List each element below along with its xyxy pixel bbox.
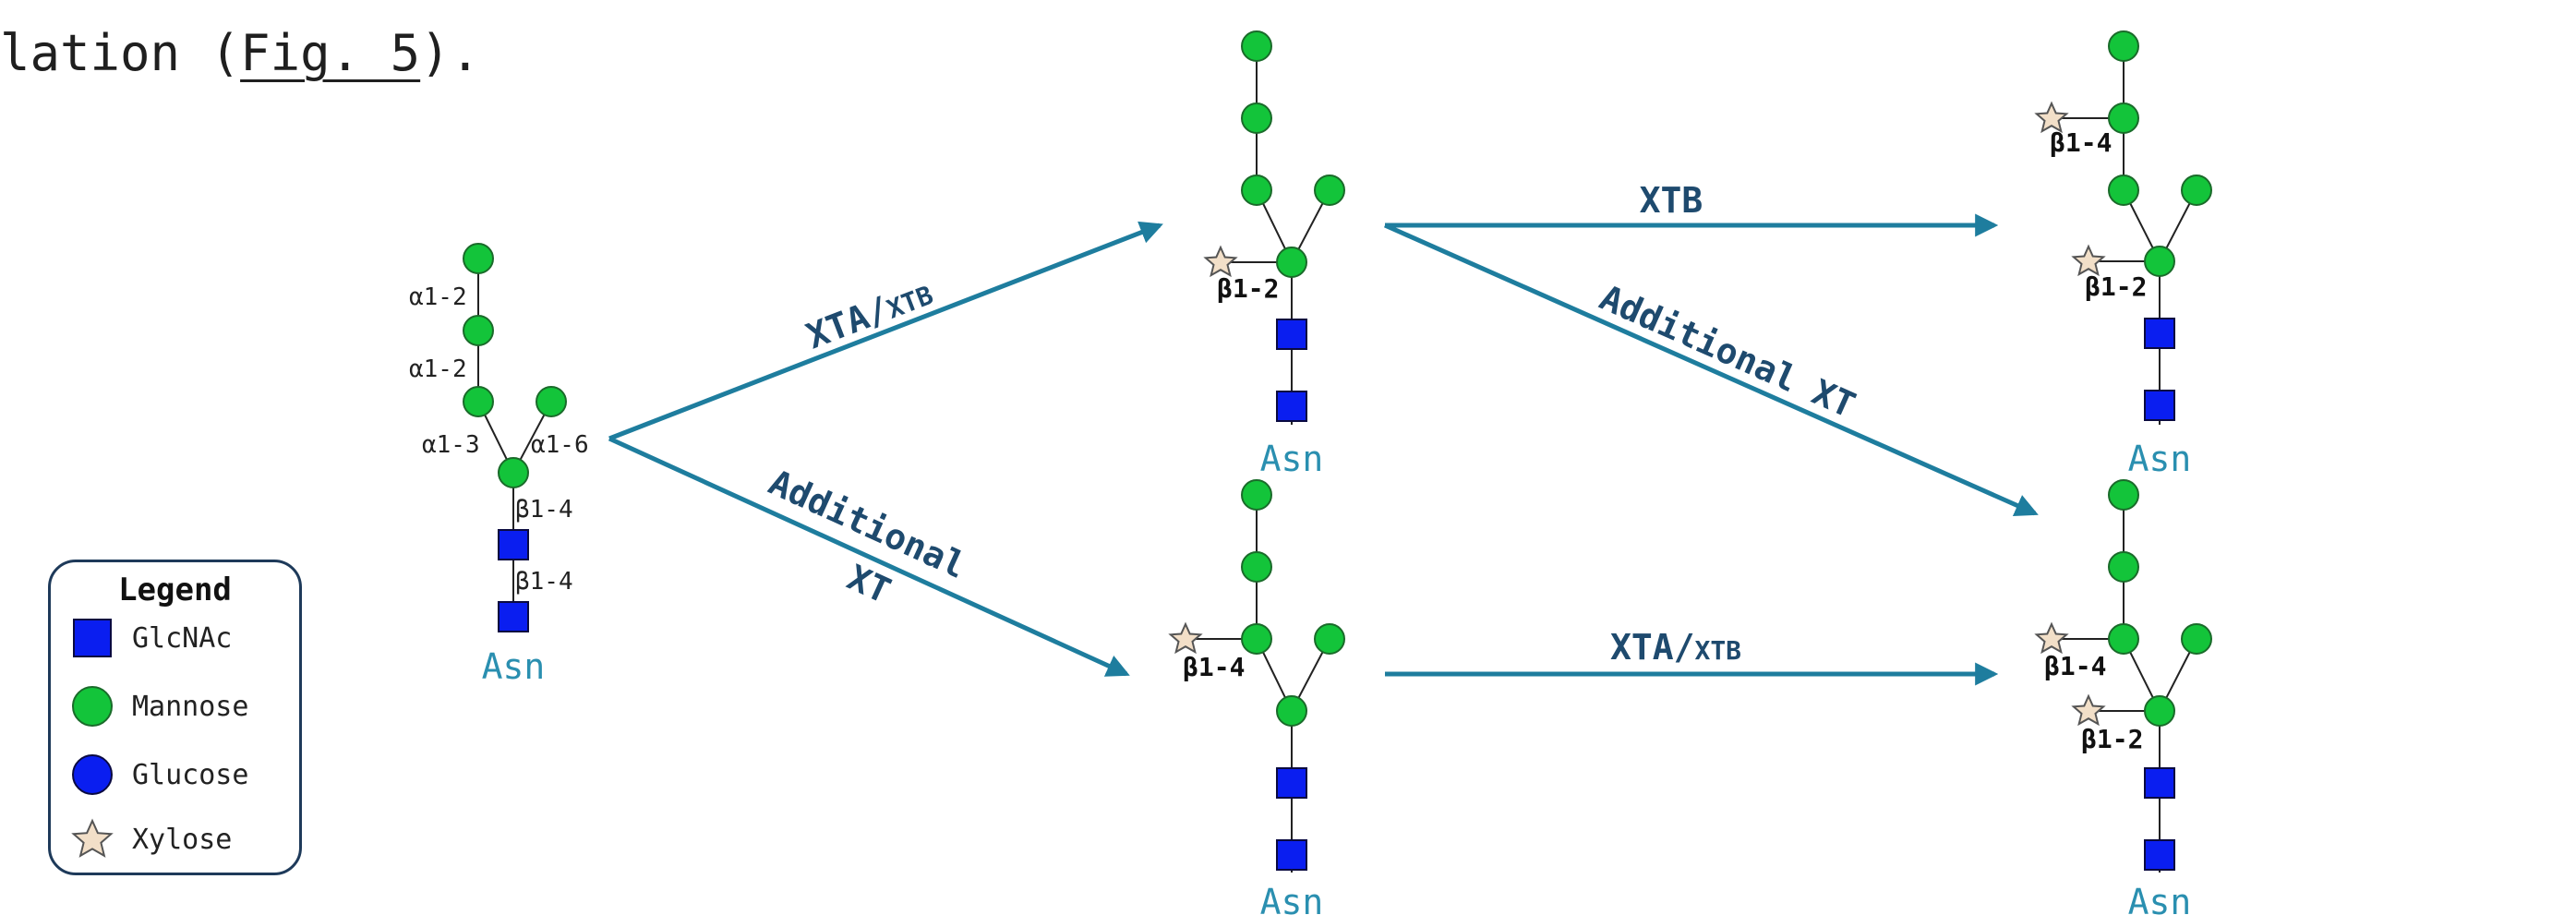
legend-item-glcnac: GlcNAc xyxy=(69,615,232,661)
linkage-label: α1-6 xyxy=(531,431,589,459)
mannose-node xyxy=(2181,175,2212,206)
mannose-node xyxy=(463,315,494,346)
linkage-label: α1-2 xyxy=(409,283,467,311)
glcnac-node xyxy=(2144,839,2175,871)
mannose-node xyxy=(2108,102,2139,134)
glcnac-node xyxy=(1276,391,1307,422)
blue-square-icon xyxy=(69,615,115,661)
caption-text: lation (Fig. 5). xyxy=(0,24,480,82)
glcnac-node xyxy=(2144,390,2175,421)
figure-reference-link[interactable]: Fig. 5 xyxy=(240,24,421,82)
linkage-label: β1-2 xyxy=(2085,271,2147,302)
green-circle-icon xyxy=(69,683,115,729)
product-bottom-middle: β1-4 Asn xyxy=(1168,479,1345,915)
linkage-label: α1-2 xyxy=(409,355,467,383)
linkage-label: β1-2 xyxy=(1217,273,1279,304)
legend-item-mannose: Mannose xyxy=(69,683,248,729)
legend-label: Xylose xyxy=(132,823,233,856)
glcnac-node xyxy=(1276,839,1307,871)
linkage-label: β1-4 xyxy=(515,496,573,524)
caption-suffix: ). xyxy=(420,24,481,82)
asn-label: Asn xyxy=(2128,882,2192,915)
legend: Legend GlcNAc Mannose Glucose Xylose xyxy=(48,560,302,875)
glcnac-node xyxy=(498,529,529,560)
mannose-node xyxy=(2108,479,2139,511)
linkage-label: α1-3 xyxy=(422,431,480,459)
linkage-label: β1-2 xyxy=(2081,724,2143,754)
xylose-node xyxy=(2071,244,2106,277)
mannose-node xyxy=(536,386,567,417)
enzyme-labels: XTA/XTB Additional XT XTB Additional XT … xyxy=(763,180,1861,668)
mannose-node xyxy=(1314,623,1345,655)
linkage-label: β1-4 xyxy=(2044,651,2106,681)
glcnac-node xyxy=(1276,319,1307,350)
legend-label: GlcNAc xyxy=(132,621,233,655)
arrow-substrate-to-top xyxy=(608,221,1163,441)
mannose-node xyxy=(463,243,494,274)
linkage-label: β1-4 xyxy=(1183,652,1245,682)
legend-item-xylose: Xylose xyxy=(69,816,232,862)
legend-title: Legend xyxy=(118,572,232,608)
mannose-node xyxy=(1314,175,1345,206)
arrow-substrate-to-bottom xyxy=(608,436,1130,677)
xylose-node xyxy=(1168,621,1203,655)
mannose-node xyxy=(2108,30,2139,62)
asn-label: Asn xyxy=(482,646,546,687)
mannose-node xyxy=(1276,247,1307,278)
arrow-top-to-bottom-right xyxy=(1383,223,2039,516)
asn-label: Asn xyxy=(1260,439,1324,479)
legend-label: Glucose xyxy=(132,758,249,791)
blue-circle-icon xyxy=(69,752,115,798)
caption-prefix: lation ( xyxy=(0,24,241,82)
mannose-node xyxy=(2108,175,2139,206)
xylose-node xyxy=(2034,621,2069,655)
enzyme-label-xta-xtb-lower: XTA/XTB xyxy=(1610,627,1741,668)
mannose-node xyxy=(1241,102,1272,134)
mannose-node xyxy=(2144,246,2175,277)
substrate-glycan: α1-2 α1-2 α1-3 α1-6 β1-4 β1-4 Asn xyxy=(409,243,589,687)
reaction-arrows xyxy=(608,213,2039,686)
enzyme-label-xta-xtb-upper: XTA/XTB xyxy=(800,271,937,356)
mannose-node xyxy=(1241,30,1272,62)
mannose-node xyxy=(498,457,529,488)
product-top-middle: β1-2 Asn xyxy=(1203,30,1345,479)
enzyme-label-xtb: XTB xyxy=(1640,180,1703,221)
mannose-node xyxy=(2144,695,2175,727)
linkage-label: β1-4 xyxy=(2050,127,2112,158)
mannose-node xyxy=(1241,175,1272,206)
glcnac-node xyxy=(2144,318,2175,349)
mannose-node xyxy=(1241,479,1272,511)
asn-label: Asn xyxy=(2128,439,2192,479)
asn-label: Asn xyxy=(1260,882,1324,915)
product-bottom-right: β1-4 β1-2 Asn xyxy=(2034,479,2212,915)
xylose-node xyxy=(2071,693,2106,727)
star-icon xyxy=(69,816,115,862)
mannose-node xyxy=(2108,551,2139,583)
legend-label: Mannose xyxy=(132,690,249,723)
xylose-node xyxy=(1203,245,1238,278)
xylose-node xyxy=(2034,101,2069,134)
mannose-node xyxy=(2108,623,2139,655)
mannose-node xyxy=(1241,551,1272,583)
mannose-node xyxy=(463,386,494,417)
product-top-right: β1-4 β1-2 Asn xyxy=(2034,30,2212,479)
mannose-node xyxy=(1241,623,1272,655)
linkage-label: β1-4 xyxy=(515,568,573,596)
legend-item-glucose: Glucose xyxy=(69,752,248,798)
enzyme-label-additional-xt-right: Additional XT xyxy=(1594,277,1861,426)
glcnac-node xyxy=(1276,767,1307,799)
glcnac-node xyxy=(498,601,529,632)
mannose-node xyxy=(2181,623,2212,655)
glcnac-node xyxy=(2144,767,2175,799)
mannose-node xyxy=(1276,695,1307,727)
